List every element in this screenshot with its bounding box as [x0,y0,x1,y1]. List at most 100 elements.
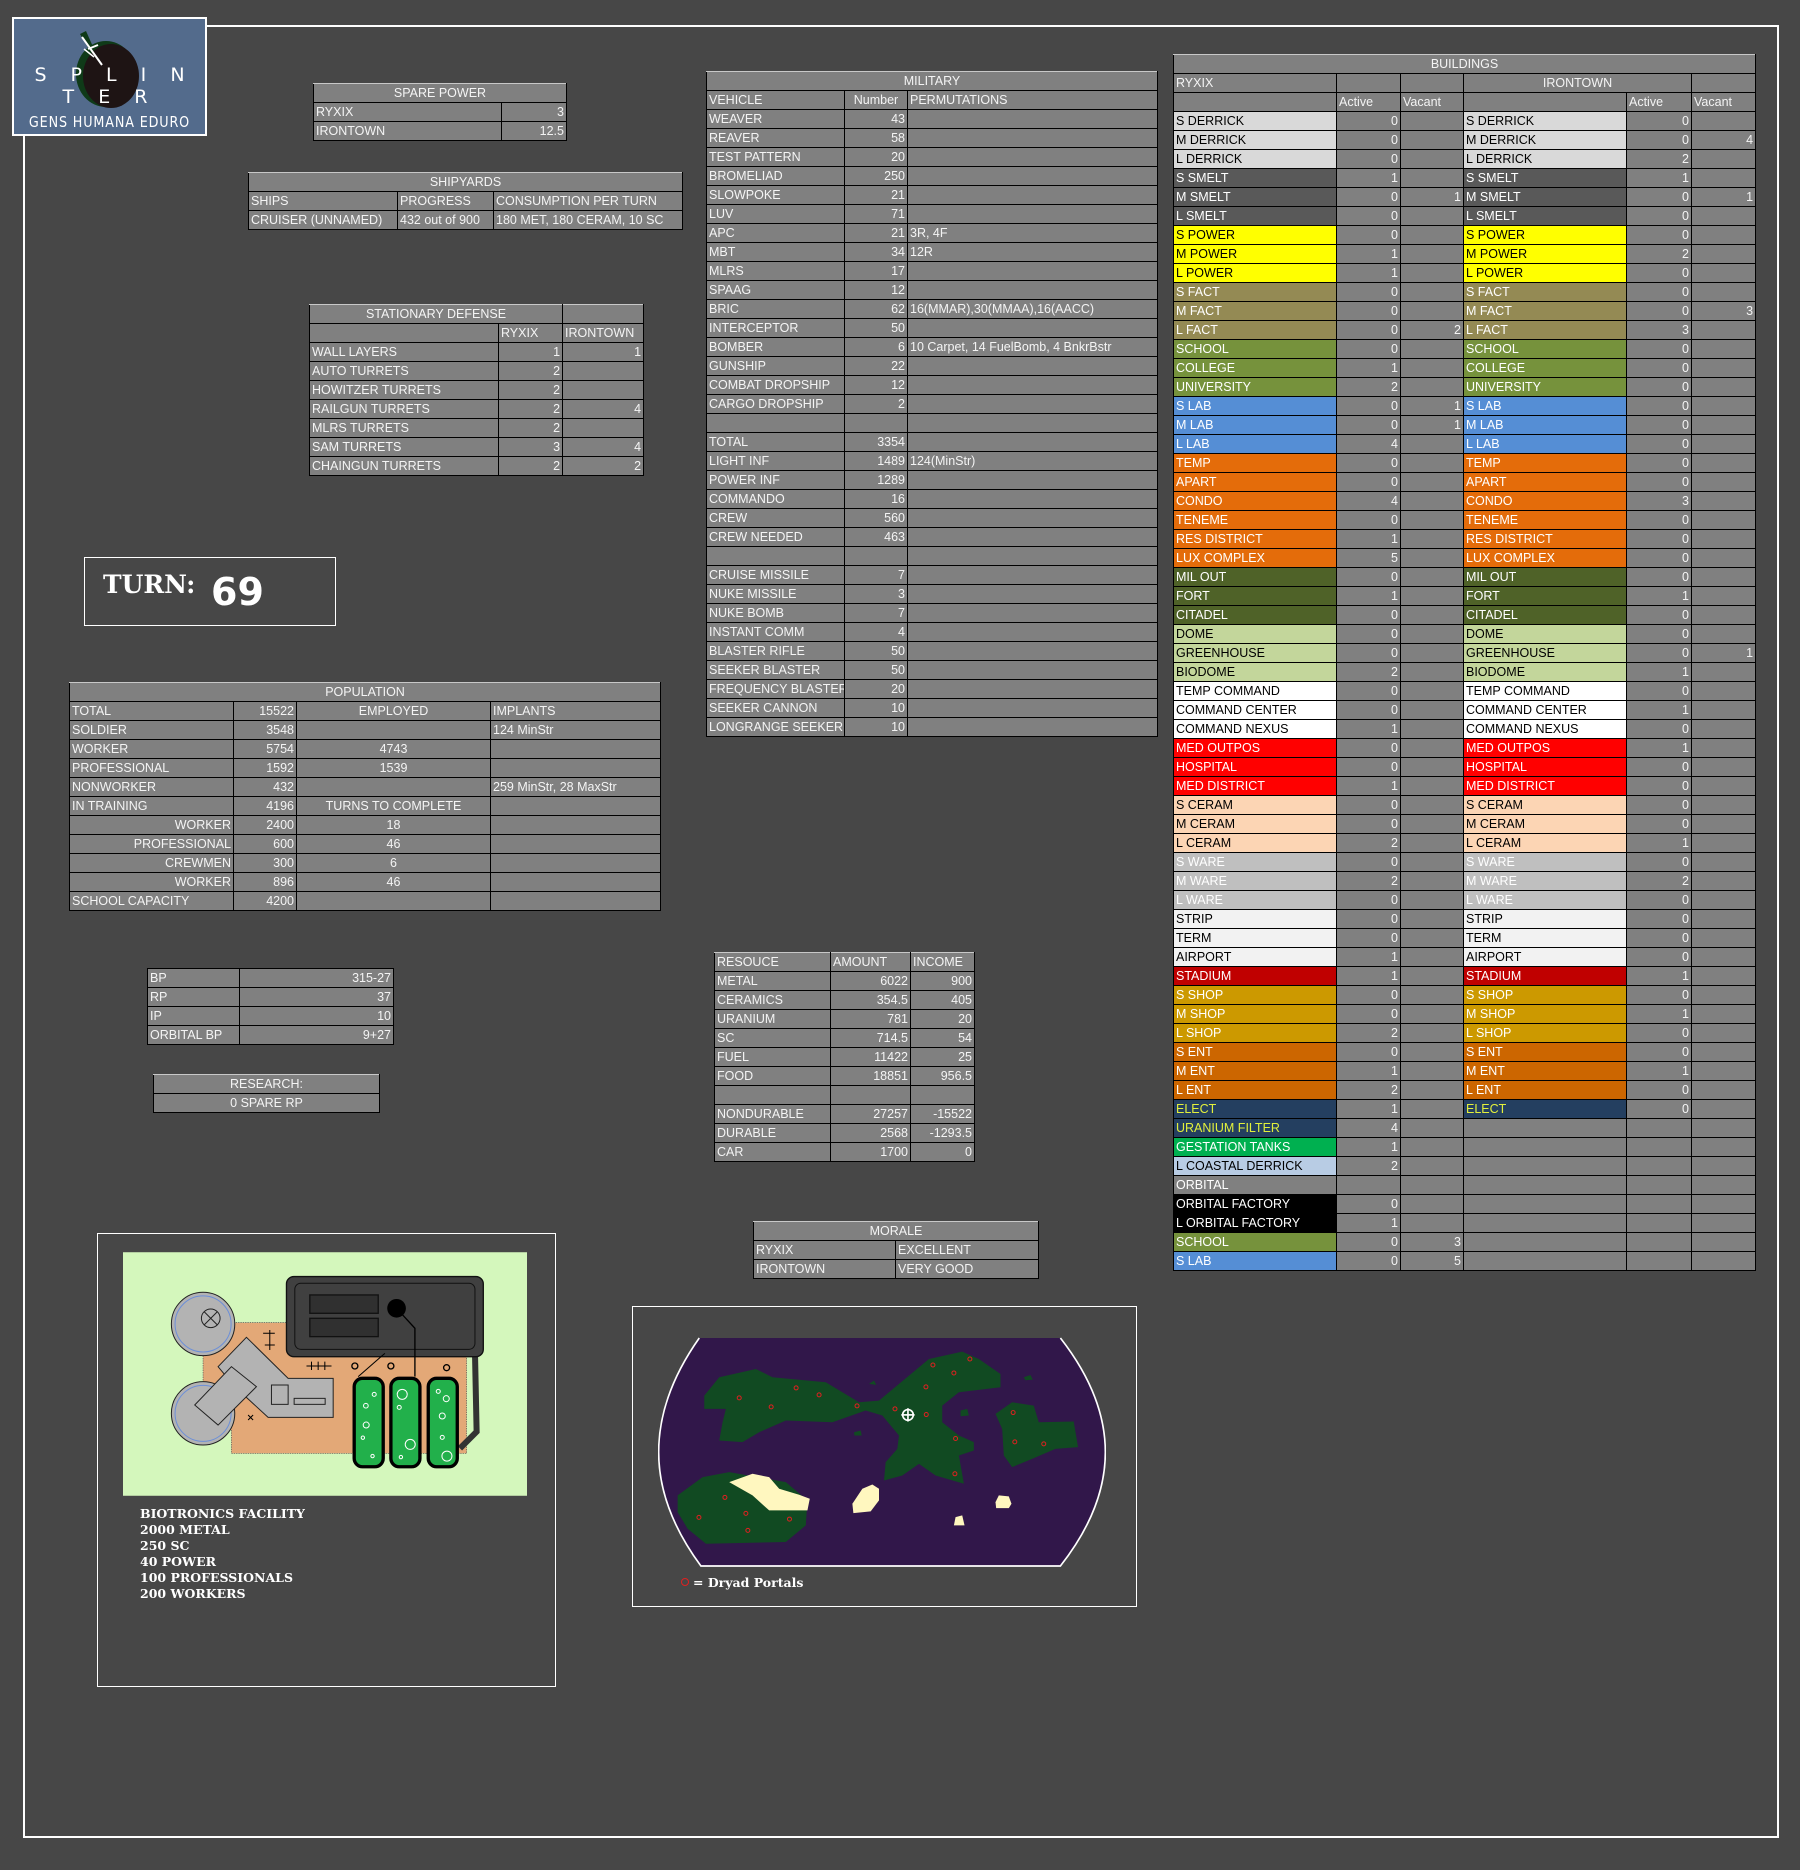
buildings-title-row: BUILDINGS [1172,54,1757,74]
building-vacant-ryxix [1400,1099,1464,1119]
vacant-header: Vacant [1400,92,1464,112]
population-title-row: POPULATION [68,682,662,702]
shipyards-cell: SHIPS [248,191,398,211]
population-cell [489,853,662,873]
building-vacant-ryxix [1400,377,1464,397]
building-name-ryxix: L CERAM [1173,833,1337,853]
facility-cost-professionals: 100 PROFESSIONALS [140,1570,293,1585]
military-cell: 10 [844,698,908,718]
building-vacant-irontown [1690,1156,1757,1176]
building-name-ryxix: S ENT [1173,1042,1337,1062]
city-ryxix-header: RYXIX [1173,73,1337,93]
building-vacant-irontown [1690,415,1757,435]
building-vacant-irontown [1690,1118,1757,1138]
population-cell: IMPLANTS [489,701,662,721]
building-vacant-irontown [1690,1080,1757,1100]
building-name-irontown: TERM [1463,928,1627,948]
page-frame [23,25,1779,1838]
population-cell: 18 [296,815,491,835]
military-cell [907,109,1158,129]
map-desert [729,1473,1012,1526]
building-active-irontown: 1 [1626,1004,1692,1024]
population-cell [296,720,491,740]
dryad-portal-marker [786,1516,792,1522]
stationary-defense-cell: IRONTOWN [562,323,645,343]
building-vacant-irontown: 1 [1690,187,1757,207]
resources-cell [714,1085,831,1105]
population-cell [489,739,662,759]
building-active-irontown: 1 [1626,833,1692,853]
military-cell: 71 [844,204,908,224]
building-name-irontown: M FACT [1463,301,1627,321]
building-name-ryxix: S LAB [1173,396,1337,416]
building-active-irontown: 0 [1626,814,1692,834]
stationary-defense-cell [562,361,645,381]
building-vacant-irontown [1690,795,1757,815]
building-name-ryxix: L ORBITAL FACTORY [1173,1213,1337,1233]
spare-power-cell: IRONTOWN [313,121,502,141]
building-name-irontown [1463,1137,1627,1157]
world-map-panel: = Dryad Portals [632,1306,1137,1607]
building-active-irontown [1626,1194,1692,1214]
resources-cell: 18851 [830,1066,911,1086]
building-active-ryxix: 1 [1336,263,1401,283]
stationary-defense-cell: 4 [562,399,645,419]
building-name-ryxix: M FACT [1173,301,1337,321]
military-cell: 16 [844,489,908,509]
building-name-ryxix: S WARE [1173,852,1337,872]
building-vacant-irontown [1690,149,1757,169]
military-cell [907,166,1158,186]
stationary-defense-title-row: STATIONARY DEFENSE [308,304,645,324]
resources-cell: CAR [714,1142,831,1162]
military-cell: LIGHT INF [706,451,845,471]
military-cell: 1289 [844,470,908,490]
building-vacant-ryxix: 1 [1400,415,1464,435]
active-header: Active [1336,92,1401,112]
buildings-cell [1173,92,1337,112]
building-vacant-ryxix [1400,833,1464,853]
building-name-ryxix: S CERAM [1173,795,1337,815]
dryad-portal-marker [793,1385,799,1391]
military-title-row: MILITARY [706,71,1158,91]
building-active-irontown: 0 [1626,130,1692,150]
resources-cell: METAL [714,971,831,991]
building-name-irontown: L FACT [1463,320,1627,340]
building-active-ryxix: 0 [1336,681,1401,701]
building-name-irontown: S SHOP [1463,985,1627,1005]
building-vacant-irontown [1690,111,1757,131]
building-vacant-ryxix [1400,1156,1464,1176]
building-name-irontown: L ENT [1463,1080,1627,1100]
vacant-header: Vacant [1690,92,1757,112]
building-active-irontown: 0 [1626,1099,1692,1119]
building-vacant-ryxix: 5 [1400,1251,1464,1271]
building-vacant-irontown [1690,681,1757,701]
building-name-ryxix: L POWER [1173,263,1337,283]
building-vacant-ryxix [1400,1061,1464,1081]
building-name-ryxix: S SMELT [1173,168,1337,188]
military-cell: 4 [844,622,908,642]
military-cell [907,318,1158,338]
building-active-ryxix: 0 [1336,187,1401,207]
building-name-ryxix: L WARE [1173,890,1337,910]
building-active-ryxix: 4 [1336,491,1401,511]
